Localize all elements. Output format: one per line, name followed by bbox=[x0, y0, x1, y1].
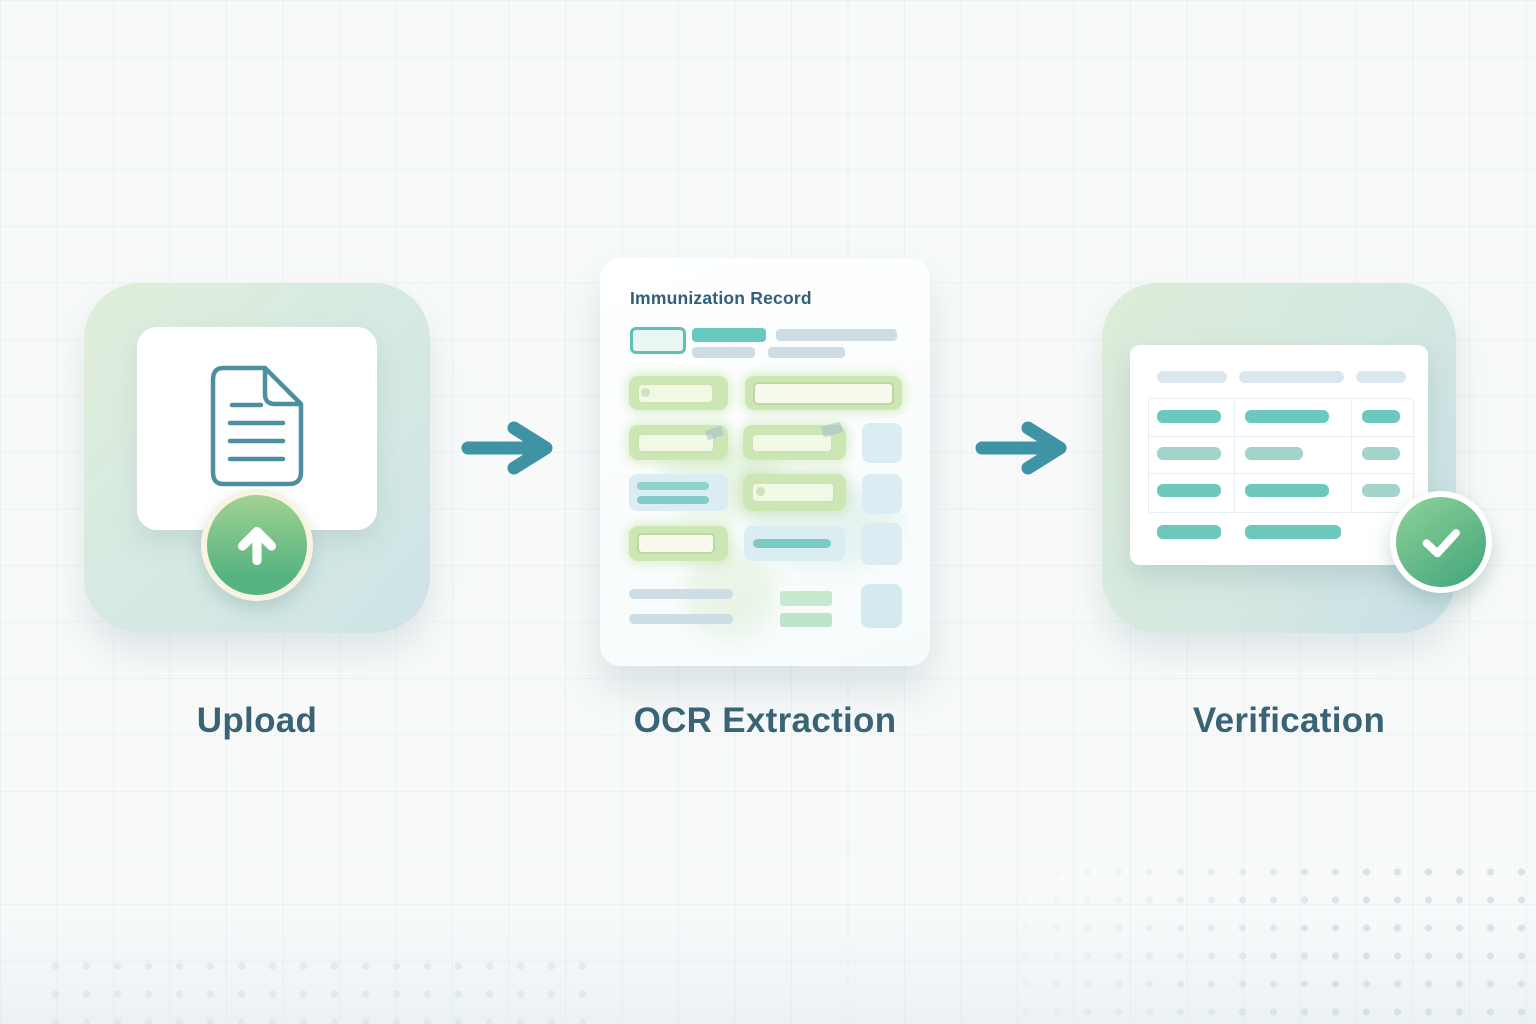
upload-badge-circle bbox=[207, 495, 307, 595]
table-header-bar bbox=[1239, 371, 1344, 383]
info-box bbox=[744, 526, 845, 561]
footer-gray-bar bbox=[629, 614, 733, 624]
header-gray-bar bbox=[692, 347, 755, 358]
table-header-bar bbox=[1157, 371, 1227, 383]
header-teal-bar bbox=[692, 328, 766, 342]
verification-table-card bbox=[1130, 345, 1428, 565]
table-cell-bar bbox=[1157, 484, 1221, 497]
ocr-document-card: Immunization Record bbox=[600, 258, 930, 666]
table-cell-bar bbox=[1362, 447, 1400, 460]
header-gray-bar bbox=[776, 329, 897, 341]
field-placeholder-box bbox=[862, 423, 902, 463]
highlighted-field bbox=[745, 376, 902, 410]
verification-step-label: Verification bbox=[1192, 701, 1386, 740]
document-icon bbox=[210, 365, 304, 487]
table-cell-bar bbox=[1245, 484, 1329, 497]
upload-arrow-icon bbox=[237, 526, 277, 566]
arrow-right-icon bbox=[975, 421, 1067, 475]
table-grid bbox=[1148, 398, 1414, 513]
verified-badge bbox=[1390, 491, 1492, 593]
table-cell-bar bbox=[1362, 484, 1400, 497]
header-badge-outline bbox=[630, 327, 686, 354]
field-placeholder-box bbox=[861, 584, 902, 628]
field-placeholder-box bbox=[862, 474, 902, 514]
highlighted-field bbox=[743, 474, 846, 511]
highlighted-field bbox=[629, 425, 728, 460]
highlighted-field bbox=[629, 376, 728, 410]
info-box bbox=[629, 474, 728, 511]
table-header-bar bbox=[1356, 371, 1406, 383]
verified-badge-circle bbox=[1396, 497, 1486, 587]
header-gray-bar bbox=[768, 347, 845, 358]
footer-green-bar bbox=[780, 613, 832, 627]
table-cell-bar bbox=[1157, 410, 1221, 423]
table-footer-bar bbox=[1245, 525, 1341, 539]
upload-step-label: Upload bbox=[196, 701, 318, 740]
upload-step-card bbox=[84, 283, 430, 633]
table-footer-bar bbox=[1157, 525, 1221, 539]
upload-badge bbox=[201, 489, 313, 601]
ocr-document-title: Immunization Record bbox=[630, 288, 812, 308]
dot-pattern-right bbox=[1010, 858, 1536, 1024]
check-icon bbox=[1422, 529, 1460, 558]
highlighted-field bbox=[629, 526, 728, 561]
highlighted-field bbox=[743, 425, 846, 460]
table-cell-bar bbox=[1362, 410, 1400, 423]
arrow-right-icon bbox=[461, 421, 553, 475]
table-cell-bar bbox=[1245, 410, 1329, 423]
footer-gray-bar bbox=[629, 589, 733, 599]
field-placeholder-box bbox=[861, 523, 902, 565]
table-cell-bar bbox=[1157, 447, 1221, 460]
footer-green-bar bbox=[780, 591, 832, 606]
table-cell-bar bbox=[1245, 447, 1303, 460]
ocr-extraction-step-label: OCR Extraction bbox=[633, 701, 897, 740]
dot-pattern-left bbox=[40, 952, 600, 1024]
upload-document-card bbox=[137, 327, 377, 530]
